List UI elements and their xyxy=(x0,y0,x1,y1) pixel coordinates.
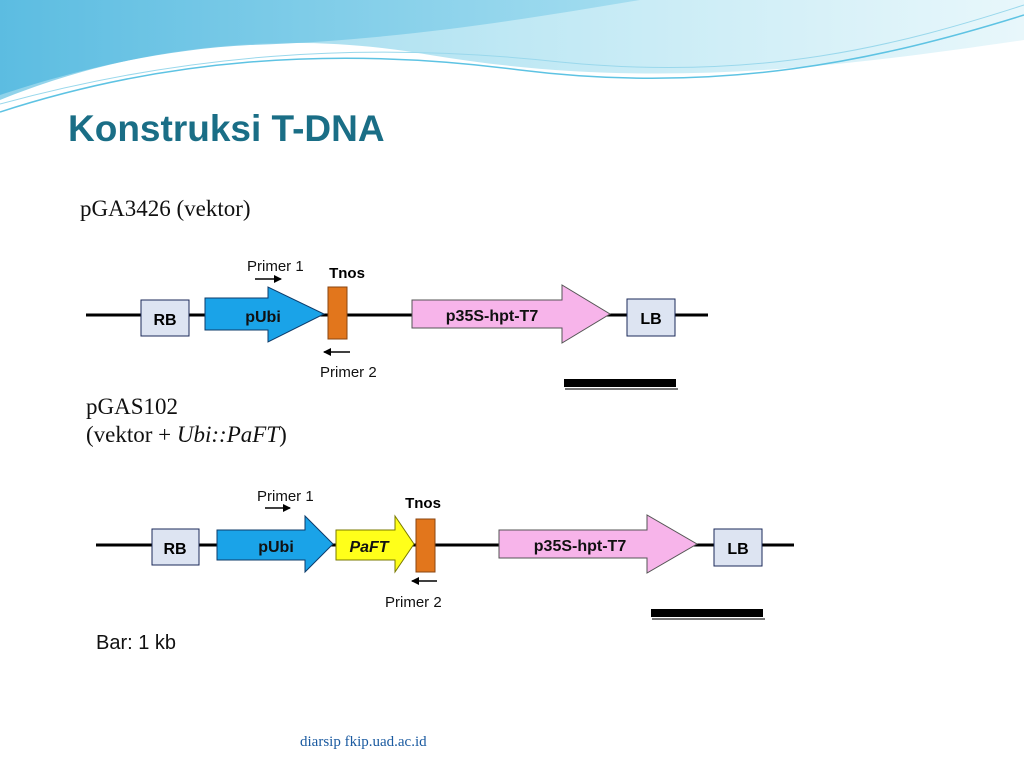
construct2-rb-box: RB xyxy=(151,528,200,566)
construct1-lb-label: LB xyxy=(640,311,661,328)
construct1-marker-label: p35S-hpt-T7 xyxy=(446,308,539,325)
construct2-name-italic: Ubi::PaFT xyxy=(176,422,280,447)
construct2-paft-label: PaFT xyxy=(349,539,389,556)
construct2-name-prefix: (vektor + xyxy=(86,422,177,447)
construct1-primer1-label: Primer 1 xyxy=(247,258,304,275)
construct1-name: pGA3426 (vektor) xyxy=(80,196,251,221)
scale-bar-label: Bar: 1 kb xyxy=(96,632,177,654)
construct2-pubi-label: pUbi xyxy=(258,539,294,556)
construct2-scale-bar xyxy=(651,609,763,617)
construct1-pubi-label: pUbi xyxy=(245,309,281,326)
construct2-name-line2: (vektor + Ubi::PaFT) xyxy=(86,422,287,448)
construct2-rb-label: RB xyxy=(163,541,186,558)
construct2-marker-arrow: p35S-hpt-T7 xyxy=(498,514,698,574)
wave-header xyxy=(0,0,1024,113)
construct2-lb-label: LB xyxy=(727,541,748,558)
construct2-name-suffix: ) xyxy=(279,422,287,447)
construct1-primer2-label: Primer 2 xyxy=(320,364,377,381)
construct1-lb-box: LB xyxy=(626,298,676,337)
slide-title: Konstruksi T-DNA xyxy=(68,108,385,149)
construct2-marker-label: p35S-hpt-T7 xyxy=(534,538,627,555)
construct1-tnos-block xyxy=(327,286,348,340)
construct2-lb-box: LB xyxy=(713,528,763,567)
construct2-tnos-label: Tnos xyxy=(405,495,441,512)
construct1-rb-box: RB xyxy=(140,299,190,337)
construct2-tnos-block xyxy=(415,518,436,573)
construct1-marker-arrow: p35S-hpt-T7 xyxy=(411,284,611,344)
construct2-primer2-label: Primer 2 xyxy=(385,594,442,611)
construct2-pubi-arrow: pUbi xyxy=(216,514,334,574)
construct2-name-line1: pGAS102 xyxy=(86,394,179,419)
footer-credit: diarsip fkip.uad.ac.id xyxy=(300,734,427,750)
construct2-primer1-label: Primer 1 xyxy=(257,488,314,505)
construct1-tnos-label: Tnos xyxy=(329,265,365,282)
construct1-pubi-arrow: pUbi xyxy=(204,286,326,343)
construct1-rb-label: RB xyxy=(153,312,176,329)
construct2-paft-arrow: PaFT xyxy=(335,514,415,574)
construct1-scale-bar xyxy=(564,379,676,387)
